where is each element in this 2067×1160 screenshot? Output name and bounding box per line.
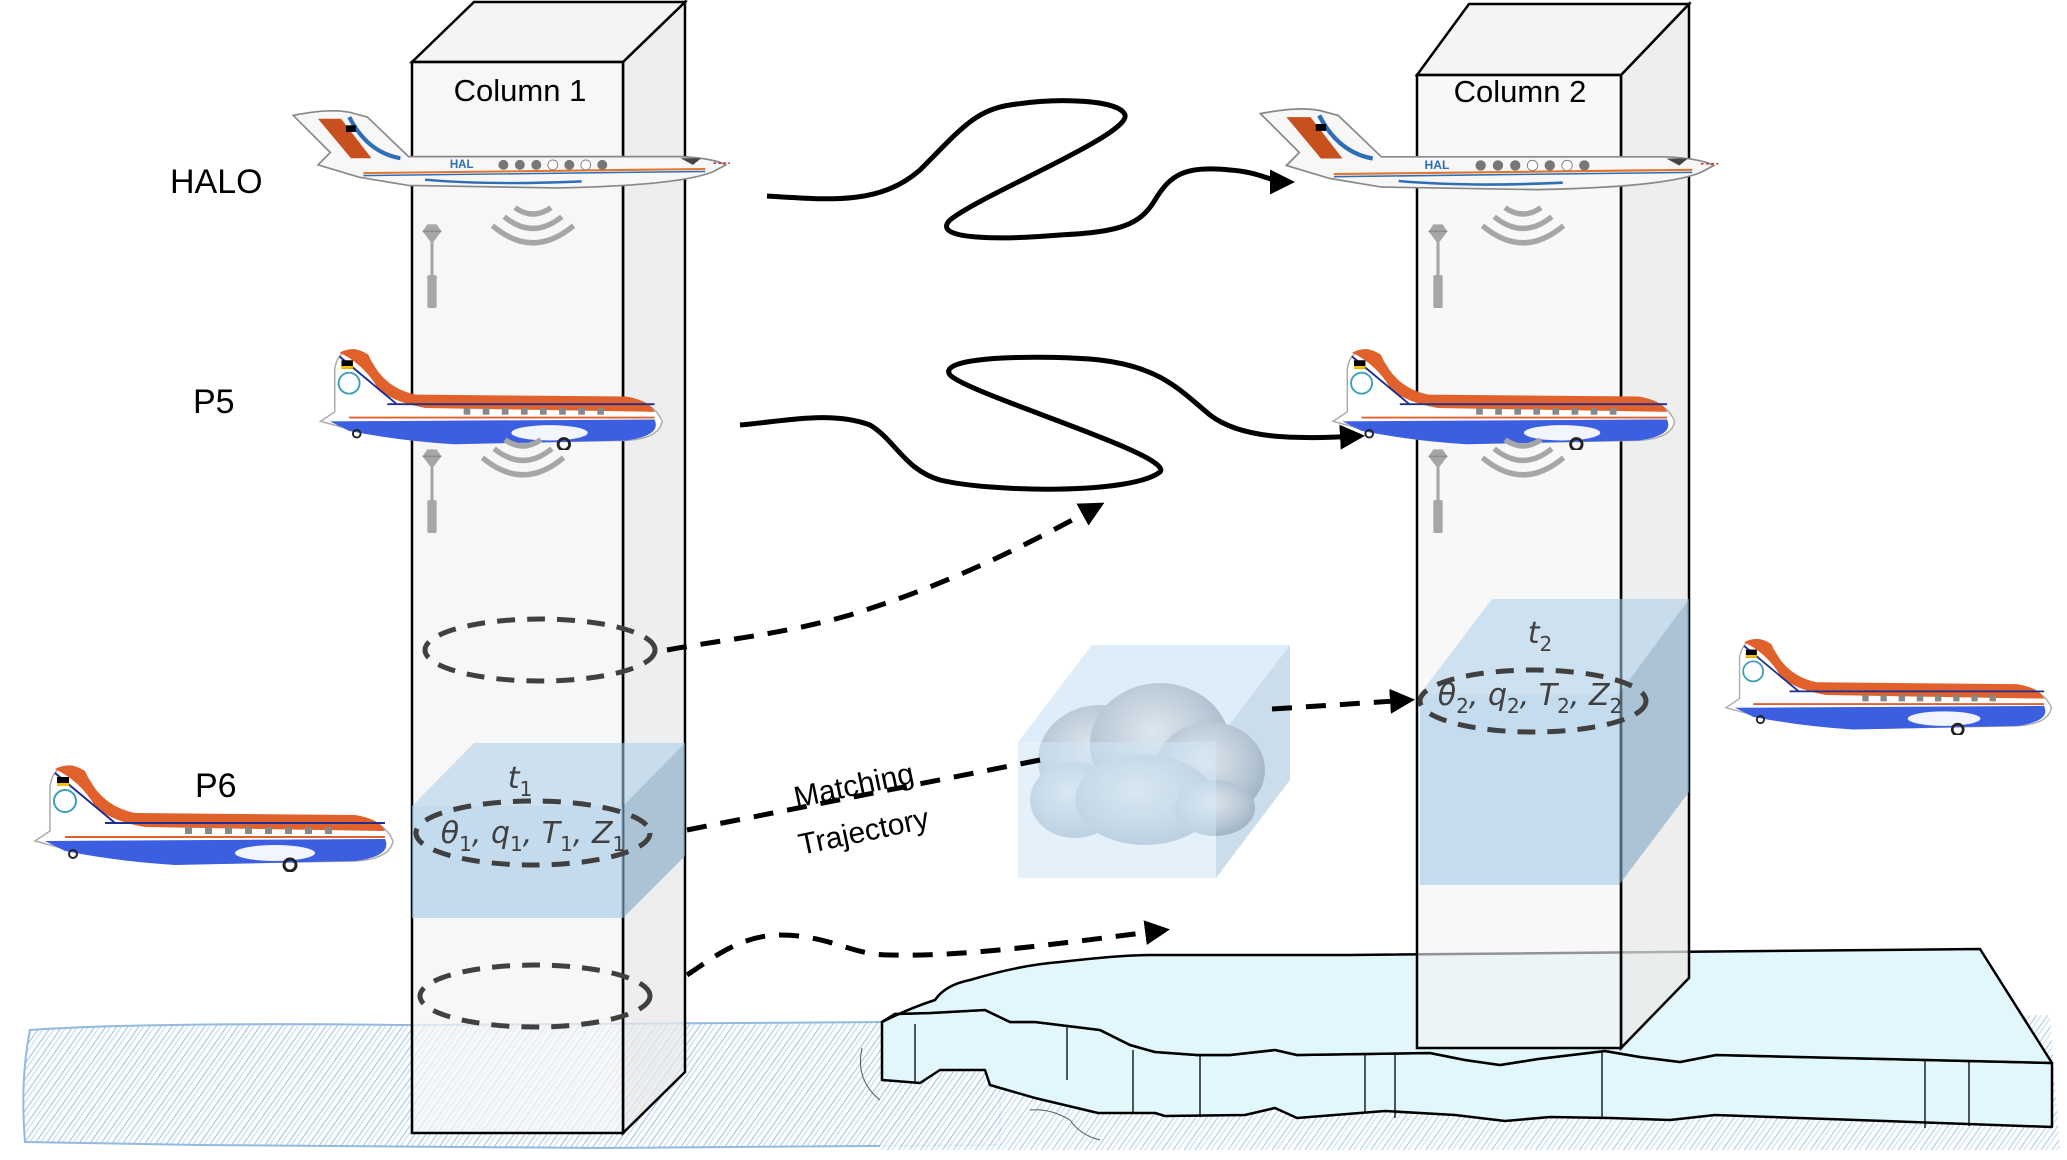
upper-dashed-trajectory <box>666 502 1105 653</box>
air-mass-box-2-side <box>1619 599 1689 885</box>
air-parcel-ellipse-lower <box>417 962 653 1030</box>
column-2: Column 2 <box>1414 0 1692 1052</box>
ice-floe-crack-water-2 <box>1029 1109 1101 1141</box>
cloud-box <box>1018 645 1290 878</box>
air-parcel-ellipse-2 <box>1417 667 1649 735</box>
air-parcel-ellipse-1 <box>413 798 653 868</box>
halo-flight-track <box>766 98 1295 241</box>
matching-trajectory-label: Matching Trajectory <box>791 757 932 862</box>
air-mass-box-1: t1 θ1, q1, T1, Z1 <box>412 743 685 918</box>
column-2-front <box>1415 73 1623 1050</box>
matching-trajectory-label-line2: Trajectory <box>796 802 932 862</box>
aircraft-label-p6: P6 <box>195 767 237 805</box>
time-label-t2: t2 <box>1528 616 1553 656</box>
cloud-box-front <box>1018 742 1216 878</box>
air-mass-box-2-top <box>1420 599 1689 694</box>
air-mass-box-2: t2 θ2, q2, T2, Z2 <box>1417 599 1689 885</box>
time-label-t1: t1 <box>508 761 533 801</box>
aircraft-label-halo: HALO <box>170 163 263 201</box>
column-2-label: Column 2 <box>1454 74 1587 109</box>
ice-floe-cracks <box>914 1024 1970 1128</box>
air-mass-box-1-top <box>412 743 685 806</box>
p5-flight-track <box>739 354 1365 492</box>
matching-trajectory <box>686 757 1041 833</box>
aircraft-label-p5: P5 <box>193 383 235 421</box>
ice-floe-crack-water <box>860 1047 881 1101</box>
air-mass-box-2-front <box>1420 694 1619 885</box>
trajectories <box>666 98 1415 978</box>
matching-trajectory-out <box>1271 688 1415 714</box>
air-mass-box-1-side <box>623 743 685 918</box>
air-parcel-ellipse-upper <box>422 616 658 684</box>
matching-trajectory-label-line1: Matching <box>791 757 917 815</box>
p6-aircraft-right <box>1724 637 2053 735</box>
column-1-label: Column 1 <box>454 73 587 108</box>
state-variables-1: θ1, q1, T1, Z1 <box>441 816 625 856</box>
state-variables-2: θ2, q2, T2, Z2 <box>1438 678 1622 718</box>
